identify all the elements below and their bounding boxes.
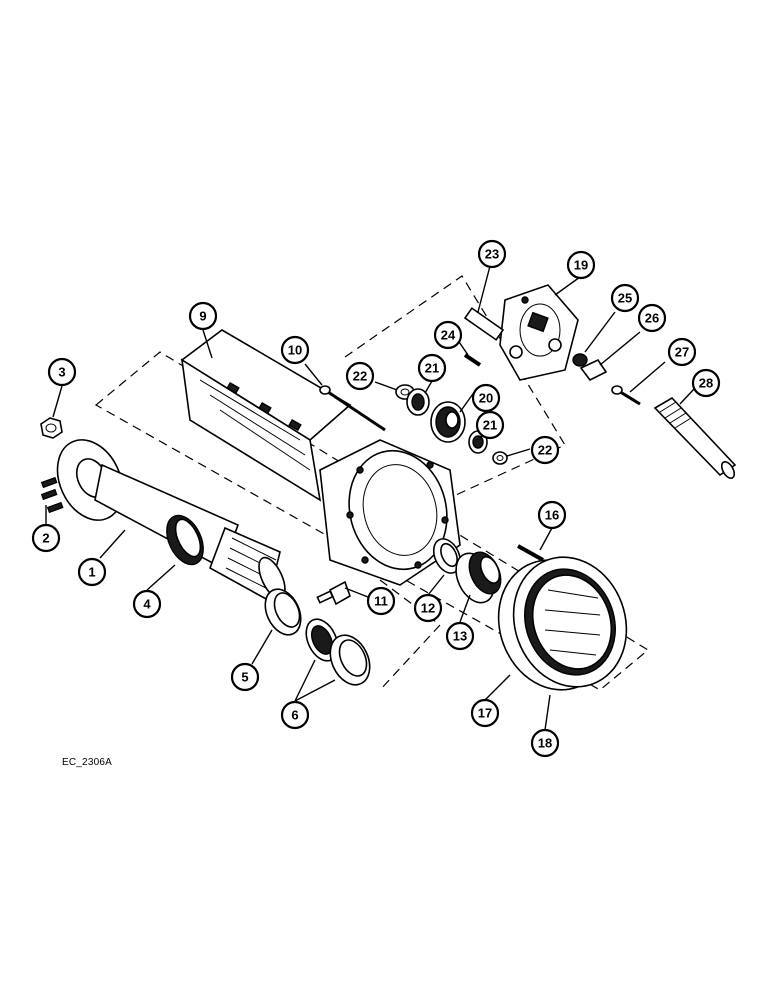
callout-17: 17 xyxy=(470,698,500,728)
svg-text:13: 13 xyxy=(453,629,467,644)
part-axle-housing xyxy=(180,329,461,586)
callout-5: 5 xyxy=(230,662,260,692)
callout-24: 24 xyxy=(433,320,463,350)
part-nut xyxy=(40,417,63,439)
svg-text:19: 19 xyxy=(574,258,588,273)
svg-text:26: 26 xyxy=(645,311,659,326)
part-planet-gear xyxy=(430,401,466,443)
callout-25: 25 xyxy=(610,283,640,313)
svg-text:21: 21 xyxy=(425,361,439,376)
part-roll-pin xyxy=(463,353,482,367)
callout-13: 13 xyxy=(445,621,475,651)
callout-6: 6 xyxy=(280,700,310,730)
svg-text:3: 3 xyxy=(58,365,65,380)
part-planet-shaft xyxy=(463,307,505,341)
callout-16: 16 xyxy=(537,500,567,530)
callout-3: 3 xyxy=(47,357,77,387)
svg-text:5: 5 xyxy=(241,670,248,685)
callout-21-upper: 21 xyxy=(417,353,447,383)
part-seal-ring xyxy=(432,538,462,574)
svg-text:24: 24 xyxy=(441,328,456,343)
svg-text:27: 27 xyxy=(675,345,689,360)
part-drain-plug xyxy=(316,580,351,606)
svg-text:6: 6 xyxy=(291,708,298,723)
part-ring-gear-assembly xyxy=(497,556,628,691)
callout-23: 23 xyxy=(477,239,507,269)
svg-text:21: 21 xyxy=(483,418,497,433)
callout-22-lower: 22 xyxy=(530,435,560,465)
svg-text:1: 1 xyxy=(88,565,95,580)
part-needle-bearing-upper xyxy=(406,388,430,416)
svg-text:18: 18 xyxy=(538,736,552,751)
callout-9: 9 xyxy=(188,301,218,331)
svg-text:16: 16 xyxy=(545,508,559,523)
svg-text:28: 28 xyxy=(699,376,713,391)
callout-22-upper: 22 xyxy=(345,361,375,391)
part-bolt xyxy=(611,385,641,406)
svg-text:11: 11 xyxy=(374,594,388,609)
svg-text:25: 25 xyxy=(618,291,632,306)
svg-text:12: 12 xyxy=(421,601,435,616)
part-washer xyxy=(572,353,588,367)
svg-text:22: 22 xyxy=(353,369,367,384)
svg-text:17: 17 xyxy=(478,706,492,721)
callout-1: 1 xyxy=(77,557,107,587)
svg-text:2: 2 xyxy=(42,531,49,546)
callout-20: 20 xyxy=(471,383,501,413)
bearing-group-boundary xyxy=(379,579,441,691)
part-long-bolt xyxy=(319,385,386,432)
callout-27: 27 xyxy=(667,337,697,367)
svg-text:10: 10 xyxy=(288,343,302,358)
callout-11: 11 xyxy=(366,586,396,616)
svg-text:23: 23 xyxy=(485,247,499,262)
callout-19: 19 xyxy=(566,250,596,280)
part-thrust-washer-lower xyxy=(492,451,508,465)
part-bearing-cone-and-cup xyxy=(305,618,371,686)
callout-18: 18 xyxy=(530,728,560,758)
svg-text:20: 20 xyxy=(479,391,493,406)
svg-text:22: 22 xyxy=(538,443,552,458)
figure-reference-code: EC_2306A xyxy=(62,757,112,768)
part-shaft-seal xyxy=(166,514,204,566)
callout-26: 26 xyxy=(637,303,667,333)
callout-12: 12 xyxy=(413,593,443,623)
part-bearing xyxy=(455,551,502,604)
part-planet-carrier xyxy=(499,284,579,381)
callout-28: 28 xyxy=(691,368,721,398)
part-bearing-cup xyxy=(264,588,302,636)
callout-2: 2 xyxy=(31,523,61,553)
part-retaining-plate xyxy=(579,358,608,382)
svg-text:9: 9 xyxy=(199,309,206,324)
callout-4: 4 xyxy=(132,589,162,619)
part-dowel-pin xyxy=(517,544,544,562)
callout-10: 10 xyxy=(280,335,310,365)
callout-21-lower: 21 xyxy=(475,410,505,440)
part-drive-shaft xyxy=(653,396,737,479)
svg-text:4: 4 xyxy=(143,597,151,612)
